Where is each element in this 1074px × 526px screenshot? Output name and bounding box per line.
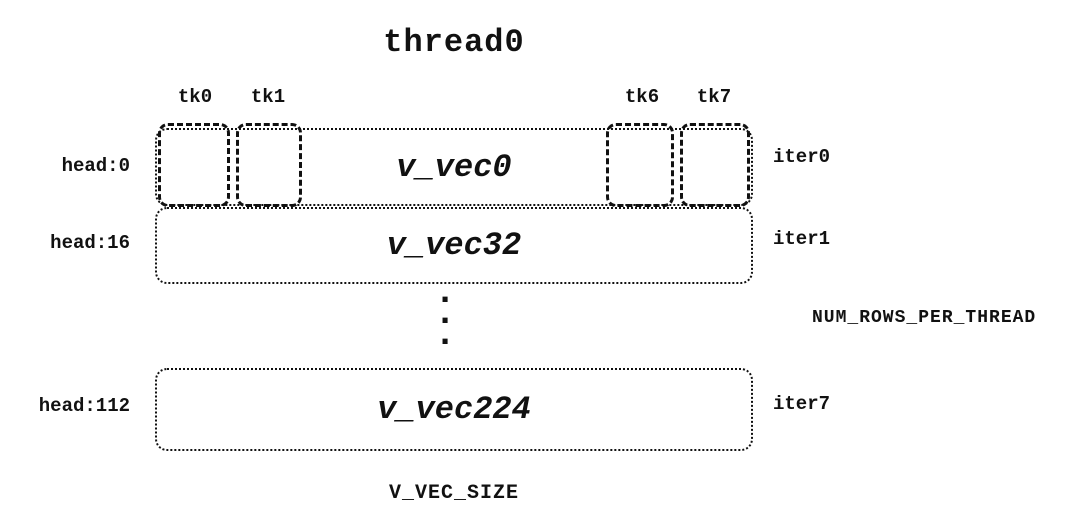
v-vec224-label: v_vec224	[377, 391, 531, 428]
v-vec0-label: v_vec0	[396, 148, 512, 186]
tk6-label: tk6	[624, 86, 660, 108]
iter0-label: iter0	[773, 146, 831, 168]
tk0-label: tk0	[177, 86, 213, 108]
tk1-box	[236, 123, 302, 207]
head-offset-label-2: head:112	[38, 395, 130, 417]
vertical-ellipsis: . . .	[155, 272, 735, 355]
ellipsis-dot: .	[434, 293, 456, 334]
v-vec-size-label: V_VEC_SIZE	[388, 482, 520, 505]
iter7-label: iter7	[773, 393, 831, 415]
iter1-row-box	[155, 207, 753, 284]
tk1-label: tk1	[250, 86, 286, 108]
diagram-title: thread0	[383, 24, 525, 61]
num-rows-per-thread-label: NUM_ROWS_PER_THREAD	[812, 308, 1037, 328]
head-offset-label-1: head:16	[50, 232, 130, 254]
tk7-box	[680, 123, 750, 207]
head-offset-label-0: head:0	[61, 155, 130, 177]
tk0-box	[158, 123, 230, 207]
iter7-row-box	[155, 368, 753, 451]
ellipsis-dot: .	[434, 314, 456, 355]
tk6-box	[606, 123, 674, 207]
iter1-label: iter1	[773, 228, 831, 250]
tk7-label: tk7	[696, 86, 732, 108]
v-vec32-label: v_vec32	[386, 227, 522, 264]
ellipsis-dot: .	[434, 272, 456, 313]
iter0-row-box	[155, 128, 753, 206]
